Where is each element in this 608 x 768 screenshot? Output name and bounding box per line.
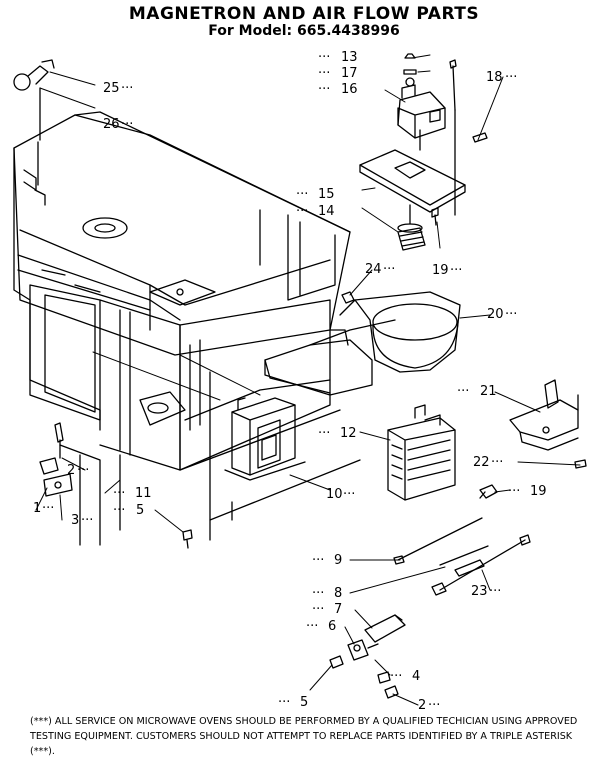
model-subtitle: For Model: 665.4438996 bbox=[208, 23, 400, 39]
callout-5-left-dots: ··· bbox=[113, 503, 125, 518]
callout-21-dots: ··· bbox=[457, 384, 469, 399]
callout-10: 10 bbox=[326, 487, 343, 502]
callout-25: 25 bbox=[103, 81, 120, 96]
leader-lines bbox=[35, 54, 581, 706]
callout-11: 11 bbox=[135, 486, 152, 501]
callout-2-bottom-dots: ··· bbox=[428, 698, 440, 713]
callout-12: 12 bbox=[340, 426, 357, 441]
callout-13: 13 bbox=[341, 50, 358, 65]
air-duct bbox=[264, 291, 461, 396]
callout-18: 18 bbox=[486, 70, 503, 85]
callout-15-dots: ··· bbox=[296, 187, 308, 202]
callout-12-dots: ··· bbox=[318, 426, 330, 441]
callout-14: 14 bbox=[318, 204, 335, 219]
callout-17: 17 bbox=[341, 66, 358, 81]
callout-5-bottom-dots: ··· bbox=[278, 695, 290, 710]
callout-23: 23 bbox=[471, 584, 488, 599]
callout-24-dots: ··· bbox=[383, 262, 395, 277]
fan-motor-assembly bbox=[359, 53, 488, 251]
oven-cabinet bbox=[13, 111, 361, 546]
callout-19-right-dots: ··· bbox=[508, 484, 520, 499]
callout-4: 4 bbox=[412, 669, 420, 684]
callout-11-dots: ··· bbox=[113, 486, 125, 501]
magnetron bbox=[387, 404, 456, 501]
callout-16: 16 bbox=[341, 82, 358, 97]
callout-5-left: 5 bbox=[136, 503, 144, 518]
bracket-21 bbox=[509, 379, 579, 451]
callout-25-dots: ··· bbox=[121, 81, 133, 96]
callout-9: 9 bbox=[334, 553, 342, 568]
callout-23-dots: ··· bbox=[489, 584, 501, 599]
callout-3-dots: ··· bbox=[81, 513, 93, 528]
callout-2-left: 2 bbox=[67, 463, 75, 478]
service-warning-note: (***) ALL SERVICE ON MICROWAVE OVENS SHO… bbox=[30, 716, 578, 757]
callout-2-bottom: 2 bbox=[418, 698, 426, 713]
diagram-title: MAGNETRON AND AIR FLOW PARTS bbox=[128, 4, 480, 24]
callout-3: 3 bbox=[71, 513, 79, 528]
callout-19-top: 19 bbox=[432, 263, 449, 278]
callout-20-dots: ··· bbox=[505, 307, 517, 322]
callout-26-dots: ··· bbox=[121, 117, 133, 132]
callout-13-dots: ··· bbox=[318, 50, 330, 65]
callout-20: 20 bbox=[487, 307, 504, 322]
callout-22: 22 bbox=[473, 455, 490, 470]
thermal-cutout-22 bbox=[479, 484, 498, 499]
lamp-bulb bbox=[13, 59, 55, 141]
callout-18-dots: ··· bbox=[505, 70, 517, 85]
callout-14-dots: ··· bbox=[296, 204, 308, 219]
callout-19-top-dots: ··· bbox=[450, 263, 462, 278]
callout-labels: ··· 13 ··· 17 ··· 16 18 ··· ··· 15 ··· 1… bbox=[33, 50, 547, 713]
callout-1-dots: ··· bbox=[42, 501, 54, 516]
callout-15: 15 bbox=[318, 187, 335, 202]
callout-2-left-dots: ··· bbox=[77, 463, 89, 478]
callout-26: 26 bbox=[103, 117, 120, 132]
switch-assembly bbox=[329, 614, 406, 699]
transformer bbox=[224, 397, 306, 481]
callout-1: 1 bbox=[33, 501, 41, 516]
callout-8-dots: ··· bbox=[312, 586, 324, 601]
callout-16-dots: ··· bbox=[318, 82, 330, 97]
callout-7: 7 bbox=[334, 602, 342, 617]
callout-10-dots: ··· bbox=[343, 487, 355, 502]
callout-21: 21 bbox=[480, 384, 497, 399]
callout-19-right: 19 bbox=[530, 484, 547, 499]
callout-22-dots: ··· bbox=[491, 455, 503, 470]
screw-5 bbox=[182, 529, 193, 549]
callout-9-dots: ··· bbox=[312, 553, 324, 568]
callout-4-dots: ··· bbox=[390, 669, 402, 684]
callout-6-dots: ··· bbox=[306, 619, 318, 634]
callout-6: 6 bbox=[328, 619, 336, 634]
wire-harness bbox=[393, 517, 531, 596]
callout-17-dots: ··· bbox=[318, 66, 330, 81]
callout-24: 24 bbox=[365, 262, 382, 277]
interlock-switch bbox=[39, 422, 73, 497]
callout-5-bottom: 5 bbox=[300, 695, 308, 710]
plastic-clip-24 bbox=[341, 291, 355, 304]
screw-19 bbox=[574, 459, 587, 469]
callout-8: 8 bbox=[334, 586, 342, 601]
callout-7-dots: ··· bbox=[312, 602, 324, 617]
